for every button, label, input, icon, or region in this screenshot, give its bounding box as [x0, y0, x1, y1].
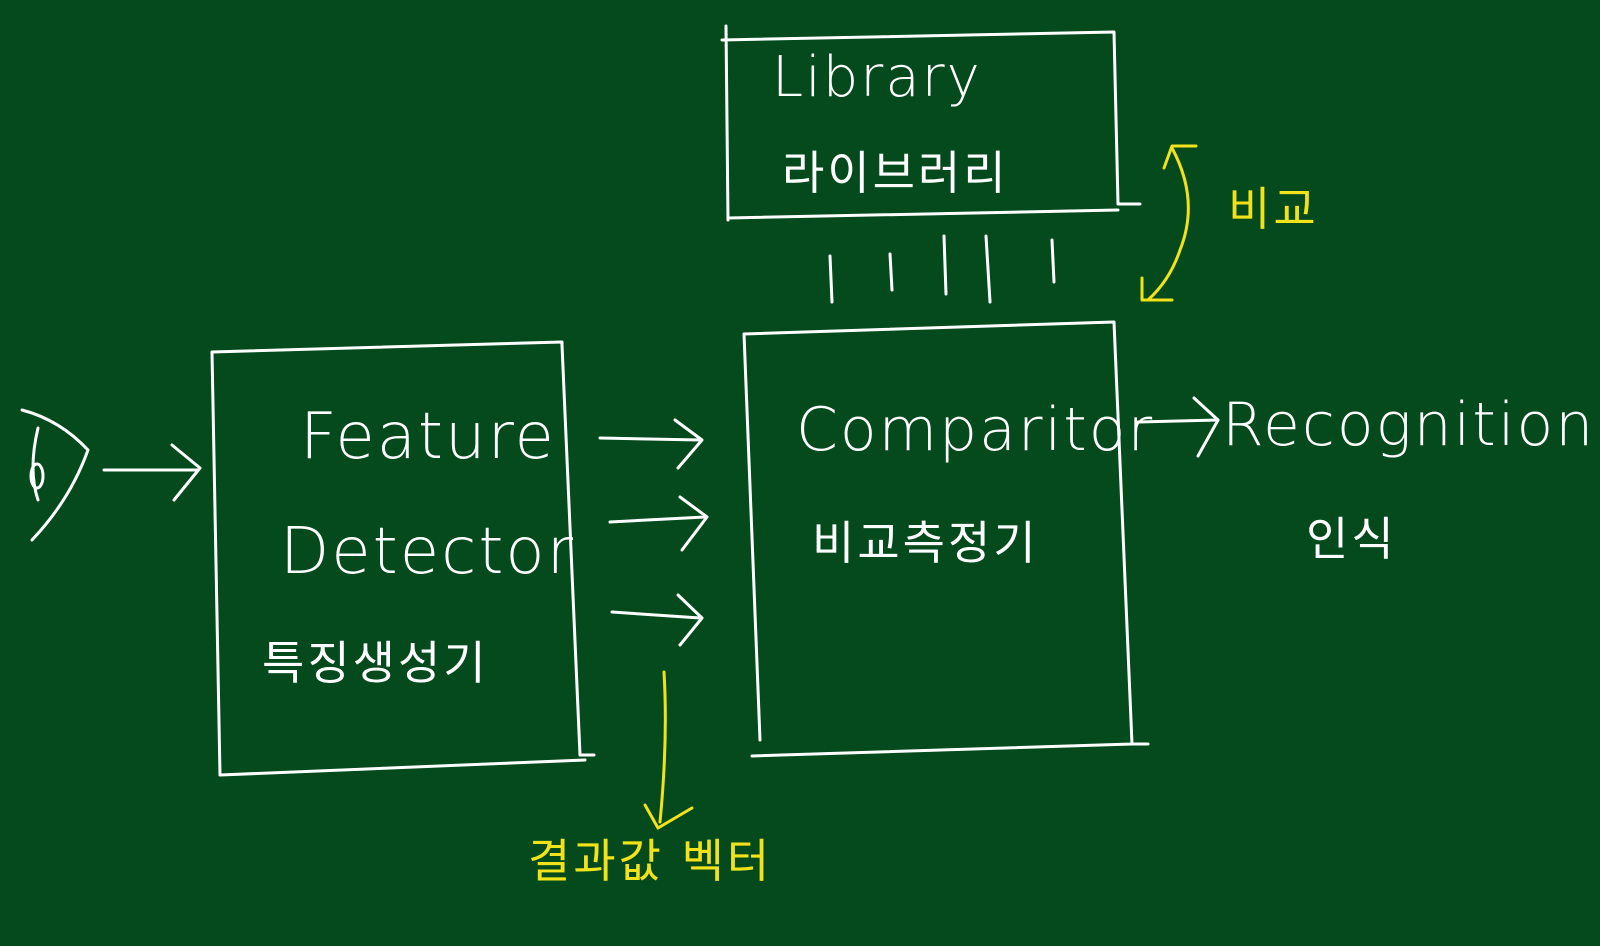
compare-bracket — [1140, 144, 1198, 302]
feature-detector-title-line1: Feature — [300, 400, 556, 474]
library-title: Library — [772, 45, 982, 110]
library-connector-lines — [828, 234, 1056, 304]
library-title-korean: 라이브러리 — [782, 146, 1009, 200]
output-arrow — [1136, 396, 1220, 458]
recognition-title-korean: 인식 — [1306, 512, 1397, 566]
feature-detector-title-korean: 특징생성기 — [262, 636, 489, 690]
comparator-title: Comparitor — [796, 395, 1155, 465]
feature-detector-title-line2: Detector — [280, 515, 575, 589]
feature-detector-box — [210, 340, 596, 777]
result-vector-label: 결과값 벡터 — [528, 834, 773, 888]
eye-icon — [20, 408, 90, 542]
comparator-box — [742, 320, 1150, 758]
recognition-title: Recognition — [1222, 390, 1596, 460]
result-vector-arrow — [643, 670, 694, 830]
comparator-title-korean: 비교측정기 — [812, 516, 1039, 570]
feature-vector-arrows — [598, 418, 709, 647]
input-arrow — [102, 443, 202, 502]
compare-label: 비교 — [1228, 182, 1319, 236]
library-box — [720, 24, 1142, 222]
